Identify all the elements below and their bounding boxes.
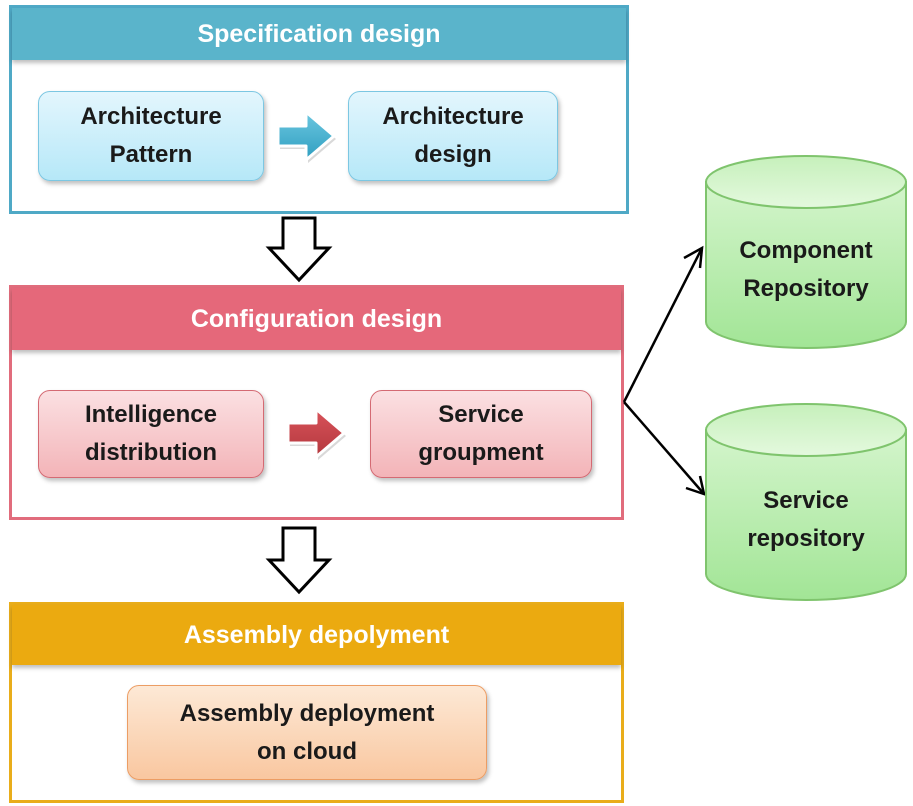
service-repository-label: Service repository [706,475,906,565]
intelligence-distribution-label: Intelligence distribution [84,401,218,466]
down-arrow-icon [265,526,333,595]
right-arrow-icon [276,110,336,163]
component-repository-text: Component Repository [739,237,873,302]
down-arrow-icon [265,216,333,283]
repository-connector [622,245,706,496]
component-repository-label: Component Repository [706,225,906,315]
architecture-pattern-box: Architecture Pattern [38,91,264,181]
service-repository-text: Service repository [747,487,865,552]
assembly-deployment-label: Assembly deployment on cloud [179,699,435,765]
service-repository-cylinder [705,403,907,601]
service-groupment-box: Service groupment [370,390,592,478]
specification-design-title: Specification design [12,8,626,60]
architecture-design-label: Architecture design [382,103,524,168]
component-repository-cylinder [705,155,907,349]
service-groupment-label: Service groupment [418,401,544,466]
architecture-pattern-label: Architecture Pattern [80,103,222,168]
intelligence-distribution-box: Intelligence distribution [38,390,264,478]
right-arrow-icon [286,407,346,460]
configuration-design-title: Configuration design [12,288,621,350]
architecture-design-box: Architecture design [348,91,558,181]
assembly-deployment-box: Assembly deployment on cloud [127,685,487,780]
assembly-deployment-title: Assembly depolyment [12,605,621,665]
